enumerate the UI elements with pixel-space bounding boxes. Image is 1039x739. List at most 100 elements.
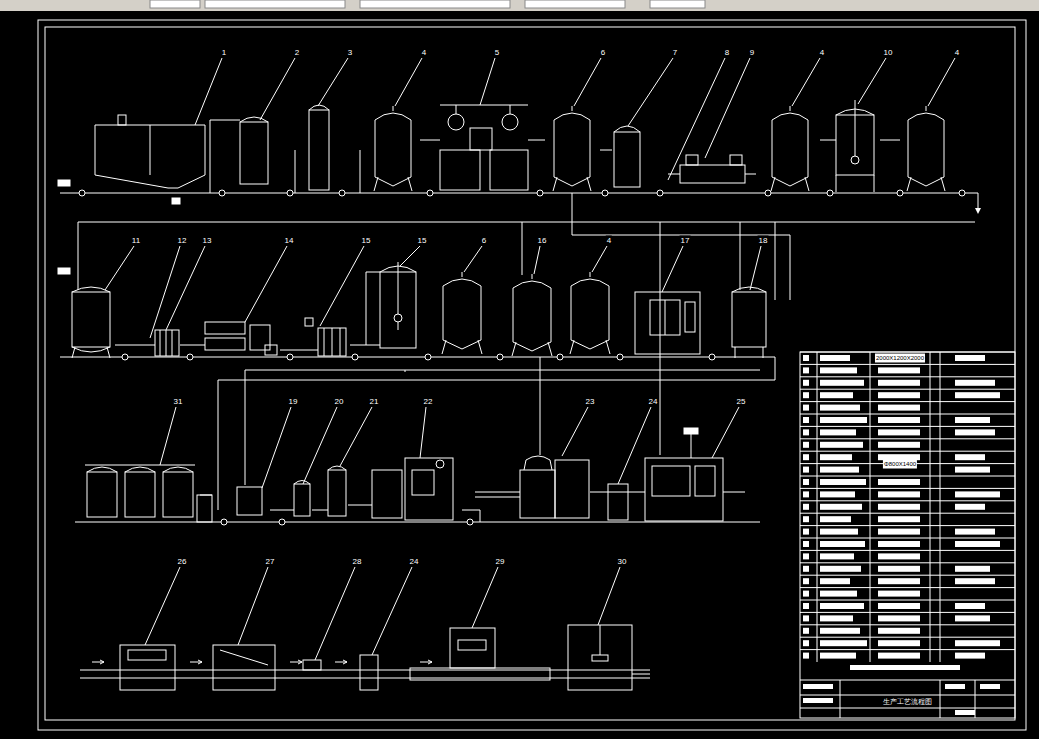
warmer-machine: [120, 645, 175, 690]
pump-symbol: [79, 190, 85, 196]
table-rule: [870, 352, 871, 662]
callout-number: 5: [494, 48, 500, 57]
vessel-dome: [328, 466, 346, 470]
syrup-tank: [72, 292, 110, 347]
table-cell-text: [803, 615, 809, 621]
table-cell-text: [820, 628, 860, 634]
filler-base: [520, 470, 555, 518]
pump-symbol: [352, 354, 358, 360]
flow-arrow: [420, 660, 432, 664]
callout-number: 4: [421, 48, 427, 57]
window-tab: [650, 0, 705, 8]
tank-body: [554, 120, 590, 186]
callout-number: 22: [423, 397, 434, 406]
pipe-line: [180, 345, 205, 346]
table-rule: [800, 538, 1015, 539]
filter-vessel: [294, 484, 310, 516]
tank-leg: [941, 177, 945, 191]
tank-vent: [118, 115, 126, 125]
leader-line: [160, 407, 176, 465]
table-cell-text: [955, 653, 985, 659]
table-rule: [800, 637, 1015, 638]
callout-number: 24: [409, 557, 420, 566]
callout-number: 15: [417, 236, 428, 245]
pipe-line: [632, 674, 650, 675]
tank-nozzle: [572, 106, 573, 111]
pipe-line: [836, 175, 837, 192]
pipe-line: [78, 222, 975, 223]
table-cell-text: [878, 553, 920, 559]
pipe-line: [775, 222, 776, 300]
table-cell-text: [820, 355, 850, 361]
pipe-line: [107, 347, 110, 358]
table-cell-text: [820, 467, 859, 473]
table-rule: [817, 352, 818, 662]
table-cell-text: [955, 578, 995, 584]
callout-number: 31: [173, 397, 184, 406]
table-cell-text: [803, 405, 809, 411]
table-rule: [940, 680, 941, 718]
storage-tank: [125, 472, 155, 517]
tank-body: [908, 120, 944, 186]
window-tab: [360, 0, 510, 8]
table-rule: [800, 525, 1015, 526]
inlet-tag: [58, 268, 70, 274]
leader-line: [395, 58, 422, 106]
pump-symbol: [427, 190, 433, 196]
leader-line: [318, 58, 348, 106]
pipe-line: [366, 272, 367, 345]
control-panel: [695, 466, 715, 496]
drawing-frame: [45, 27, 1015, 720]
pump-symbol: [657, 190, 663, 196]
callout-number: 21: [369, 397, 380, 406]
coder-unit: [303, 660, 321, 670]
table-cell-text: [820, 653, 856, 659]
vessel-dome: [614, 126, 640, 132]
table-cell-text: [955, 417, 990, 423]
tank-body: [375, 120, 411, 186]
tank-leg: [553, 177, 557, 191]
table-cell: Φ800X1400: [883, 460, 917, 469]
table-cell-text: [803, 628, 809, 634]
tank-body: [513, 288, 551, 351]
machine-panel: [412, 470, 434, 495]
gauge-symbol: [502, 114, 518, 130]
window-bar: [0, 0, 1039, 11]
leader-line: [105, 246, 134, 290]
leader-line: [145, 567, 180, 645]
callout-number: 15: [361, 236, 372, 245]
pipe-line: [691, 434, 692, 458]
tank-leg: [805, 177, 809, 191]
callout-number: 23: [585, 397, 596, 406]
vessel-dome: [294, 481, 310, 485]
table-cell-text: [820, 442, 863, 448]
pipe-line: [735, 347, 736, 358]
callout-number: 11: [131, 236, 141, 245]
table-cell-text: [820, 392, 853, 398]
motor: [730, 155, 742, 165]
table-rule: [800, 680, 1015, 681]
pipe-line: [312, 510, 328, 511]
table-rule: [800, 695, 1015, 696]
pipe-line: [218, 380, 219, 510]
pump-symbol: [557, 354, 563, 360]
table-cell-text: [955, 355, 985, 361]
storage-tank: [87, 472, 117, 517]
gauge-panel: [685, 302, 695, 332]
tank-nozzle: [790, 106, 791, 111]
callout-number: 13: [202, 236, 213, 245]
table-cell-text: [803, 392, 809, 398]
table-cell-text: [955, 467, 990, 473]
table-cell-text: [820, 479, 866, 485]
inlet-tag: [58, 180, 70, 186]
tank-dome: [443, 279, 481, 286]
table-cell-text: [820, 553, 854, 559]
gripper: [458, 640, 486, 650]
table-rule: [800, 513, 1015, 514]
leader-line: [792, 58, 820, 106]
pump-symbol: [339, 190, 345, 196]
pump-symbol: [279, 519, 285, 525]
table-cell-text: [878, 380, 920, 386]
pump-symbol: [221, 519, 227, 525]
table-cell-text: [803, 479, 809, 485]
